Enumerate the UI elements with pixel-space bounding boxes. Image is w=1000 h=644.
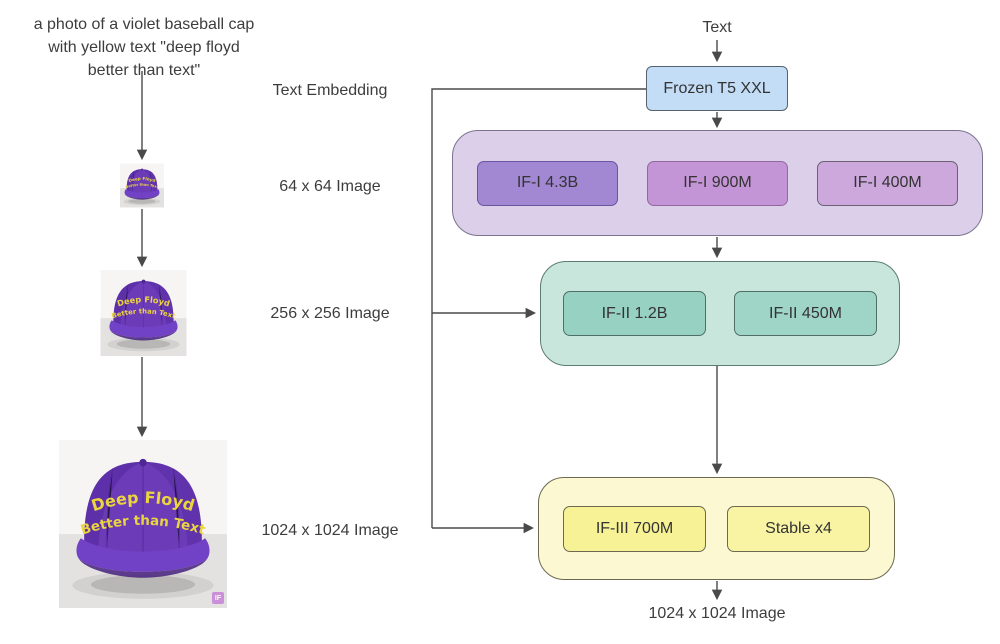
cap-text-line2: Better than Text [125, 183, 159, 190]
cap-shadow [116, 339, 171, 349]
cap-shade-left [126, 169, 142, 192]
if-ii-450m-box: IF-II 450M [734, 291, 877, 336]
frozen-t5-xxl-box: Frozen T5 XXL [646, 66, 788, 111]
cap-shade-left [84, 461, 143, 546]
generated-image-256: Deep Floyd Better than Text [100, 270, 187, 356]
cap-shadow [90, 575, 196, 594]
cap-photo-256: Deep Floyd Better than Text [100, 270, 187, 356]
if-ii-1-2b-label: IF-II 1.2B [601, 304, 668, 322]
svg-text:Better than Text: Better than Text [125, 183, 159, 190]
cap-shadow [128, 198, 156, 204]
if-i-900m-label: IF-I 900M [683, 174, 752, 191]
cap-photo-1024: Deep Floyd Better than Text [59, 440, 227, 608]
embedding-branch-line [431, 88, 648, 528]
prompt-line-1: a photo of a violet baseball cap [33, 16, 255, 33]
if-i-4-3b-box: IF-I 4.3B [477, 160, 618, 206]
cap-seams [124, 281, 163, 328]
cap-button [141, 279, 146, 284]
prompt-line-2: with yellow text "deep floyd [48, 39, 240, 56]
svg-text:Deep Floyd: Deep Floyd [116, 294, 172, 308]
cap-seams [132, 169, 152, 193]
frozen-t5-xxl-label: Frozen T5 XXL [663, 79, 771, 97]
cap-shade-right [143, 461, 202, 546]
label-256-image: 256 x 256 Image [270, 305, 390, 322]
if-i-4-3b-label: IF-I 4.3B [516, 174, 579, 191]
cap-button [139, 458, 147, 467]
cap-shade-left [113, 281, 144, 325]
cap-brim-underside [125, 194, 159, 200]
cap-button [141, 168, 143, 171]
if-iii-700m-box: IF-III 700M [563, 505, 706, 552]
if-i-400m-label: IF-I 400M [853, 174, 922, 191]
stage3-container: IF-III 700M Stable x4 [538, 477, 895, 580]
cap-shade-right [143, 281, 174, 325]
label-text-embedding: Text Embedding [272, 82, 388, 99]
cap-shade-right [142, 169, 158, 192]
input-text-label: Text [702, 19, 732, 36]
output-image-label: 1024 x 1024 Image [648, 605, 786, 622]
cap-brim-underside [110, 331, 177, 341]
label-1024-image: 1024 x 1024 Image [261, 522, 399, 539]
stage2-container: IF-II 1.2B IF-II 450M [540, 261, 900, 366]
cap-brim [124, 189, 160, 199]
if-watermark: IF [212, 592, 224, 604]
cap-brim [109, 320, 178, 338]
cap-photo-64: Deep Floyd Better than Text [120, 163, 164, 208]
cap-seams [106, 461, 180, 553]
cap-brim [76, 538, 210, 572]
label-64-image: 64 x 64 Image [279, 178, 381, 195]
prompt-text: a photo of a violet baseball cap with ye… [0, 13, 288, 82]
cap-text-line1: Deep Floyd [128, 176, 156, 183]
if-iii-700m-label: IF-III 700M [595, 519, 674, 537]
prompt-line-3: better than text" [87, 62, 201, 79]
if-i-400m-box: IF-I 400M [817, 160, 958, 206]
generated-image-1024: Deep Floyd Better than Text IF [58, 440, 228, 608]
svg-text:Deep Floyd: Deep Floyd [128, 176, 156, 183]
generated-image-64: Deep Floyd Better than Text [120, 163, 164, 208]
if-ii-1-2b-box: IF-II 1.2B [563, 291, 706, 336]
stable-x4-label: Stable x4 [765, 519, 832, 537]
cap-text-line1: Deep Floyd [116, 294, 172, 308]
if-i-900m-box: IF-I 900M [647, 160, 788, 206]
cap-brim-underside [79, 559, 207, 578]
if-ii-450m-label: IF-II 450M [769, 304, 842, 322]
stage1-container: IF-I 4.3B IF-I 900M IF-I 400M [452, 130, 983, 236]
stable-x4-box: Stable x4 [727, 505, 870, 552]
